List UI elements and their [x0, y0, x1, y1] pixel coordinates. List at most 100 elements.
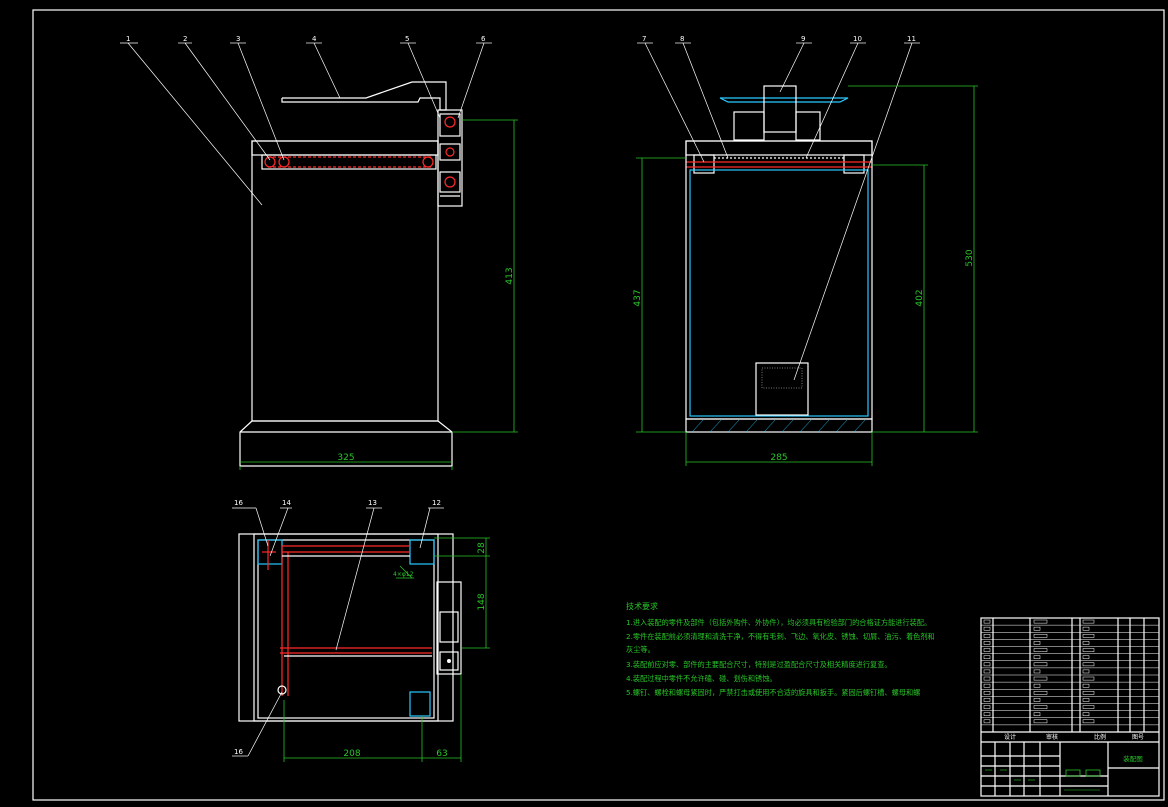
parts-list-row-index	[983, 712, 991, 716]
label-13: 13	[368, 499, 377, 507]
notes-line-4: 3.装配前应对零、部件的主要配合尺寸，特别是过盈配合尺寸及相关精度进行复查。	[626, 660, 892, 669]
side-vent-grid	[761, 367, 803, 389]
side-top-beam	[685, 140, 873, 156]
front-sprocket-right	[422, 156, 434, 168]
parts-list-row-index	[983, 655, 991, 659]
parts-list-row-material	[1082, 712, 1090, 716]
parts-list-row-index	[983, 634, 991, 638]
parts-list-row-name	[1033, 641, 1041, 645]
sheet-border	[32, 9, 1165, 801]
parts-list-row-material	[1082, 655, 1090, 659]
front-gear-box-2	[439, 143, 461, 161]
side-view: 7 8 9 10 11 437 402 530 285	[633, 35, 978, 466]
front-dimensions	[239, 119, 518, 470]
front-gear-box-1	[439, 113, 461, 137]
plan-switch-dot	[447, 659, 451, 663]
front-view: 1 2 3 4 5 6 413 325	[120, 35, 518, 470]
plan-view: 16 14 13 12 16 16 28 148 208 63 4×φ12	[232, 499, 490, 762]
front-gear-box-3	[439, 171, 461, 193]
parts-list-row-index	[983, 691, 991, 695]
parts-list-row-index	[983, 641, 991, 645]
parts-list-row-index	[983, 705, 991, 709]
front-sprocket-left	[264, 156, 276, 168]
plan-switch-box	[439, 651, 459, 671]
tb-green-ticks	[985, 769, 1100, 791]
parts-list-row-name	[1033, 634, 1048, 638]
dim-plan-hole: 4×φ12	[393, 571, 414, 578]
plan-hole	[277, 685, 287, 695]
parts-list-row-name	[1033, 662, 1048, 667]
parts-list-row-name	[1033, 712, 1041, 716]
plan-outer	[238, 533, 454, 722]
parts-list-row-material	[1082, 648, 1095, 652]
plan-motor-box	[439, 611, 459, 643]
dim-side-inner-height: 402	[915, 289, 925, 306]
tb-green-box-2	[1085, 769, 1101, 777]
label-14: 14	[282, 499, 291, 507]
dim-side-width: 285	[770, 453, 787, 463]
parts-list-row-index	[983, 669, 991, 674]
side-block-right	[843, 154, 865, 174]
parts-list-row-material	[1082, 719, 1095, 724]
plan-leaders	[232, 507, 444, 757]
side-leaders	[637, 42, 920, 381]
parts-list-row-name	[1033, 626, 1041, 631]
dim-plan-top: 28	[477, 542, 487, 554]
parts-list-row-index	[983, 626, 991, 631]
title-block: 设计 审核 比例 图号 装配图	[980, 617, 1160, 797]
title-block-frame	[980, 617, 1160, 797]
notes-line-5: 4.装配过程中零件不允许磕、碰、划伤和锈蚀。	[626, 674, 777, 683]
front-gear-2	[445, 147, 455, 157]
parts-list-row-index	[983, 683, 991, 688]
plan-inner	[257, 539, 435, 719]
parts-list-row-material	[1082, 641, 1090, 645]
label-1: 1	[126, 35, 130, 43]
tb-header-1: 设计	[1004, 733, 1016, 741]
side-motor	[763, 85, 797, 133]
parts-list-row-material	[1082, 705, 1095, 709]
dim-side-left-height: 437	[633, 289, 643, 306]
parts-list-row-name	[1033, 676, 1048, 681]
plan-dimensions	[283, 537, 490, 762]
label-10: 10	[853, 35, 862, 43]
parts-list-row-index	[983, 648, 991, 652]
parts-list-row-material	[1082, 662, 1095, 667]
parts-list-row-material	[1082, 619, 1095, 624]
side-base	[685, 418, 873, 433]
parts-list-row-index	[983, 698, 991, 702]
side-body	[685, 140, 873, 420]
parts-list	[981, 619, 1159, 726]
notes-line-1: 1.进入装配的零件及部件（包括外购件、外协件），均必须具有检验部门的合格证方能进…	[626, 618, 931, 627]
label-12: 12	[432, 499, 441, 507]
tb-drawing-name: 装配图	[1123, 754, 1143, 763]
front-leaders	[120, 42, 492, 206]
notes-line-2: 2.零件在装配前必须清理和清洗干净，不得有毛刺、飞边、氧化皮、锈蚀、切屑、油污、…	[626, 632, 935, 641]
label-3: 3	[236, 35, 240, 43]
parts-list-row-material	[1082, 683, 1090, 688]
side-base-hatch	[691, 418, 867, 433]
side-bracket-right	[795, 111, 821, 141]
parts-list-row-index	[983, 719, 991, 724]
dim-plan-width: 208	[343, 749, 360, 759]
side-glass-top	[719, 97, 849, 103]
label-11: 11	[907, 35, 916, 43]
notes-line-3: 灰尘等。	[626, 645, 655, 654]
side-bracket-left	[733, 111, 765, 141]
plan-frame	[253, 533, 439, 722]
parts-list-row-name	[1033, 683, 1041, 688]
plan-post-tr	[409, 539, 435, 565]
front-body	[251, 140, 439, 422]
tb-header-2: 审核	[1046, 733, 1058, 741]
parts-list-row-name	[1033, 619, 1048, 624]
label-5: 5	[405, 35, 409, 43]
parts-list-row-material	[1082, 626, 1090, 631]
front-gear-3	[444, 176, 456, 188]
front-gear-1	[444, 116, 456, 128]
parts-list-row-material	[1082, 634, 1095, 638]
notes-line-6: 5.螺钉、螺栓和螺母紧固时，严禁打击或使用不合适的旋具和扳手。紧固后螺钉槽、螺母…	[626, 688, 920, 697]
front-chain-rail	[261, 154, 437, 170]
label-8: 8	[680, 35, 684, 43]
side-dimensions	[636, 85, 978, 466]
tb-green-box-1	[1065, 769, 1081, 777]
parts-list-row-index	[983, 662, 991, 667]
